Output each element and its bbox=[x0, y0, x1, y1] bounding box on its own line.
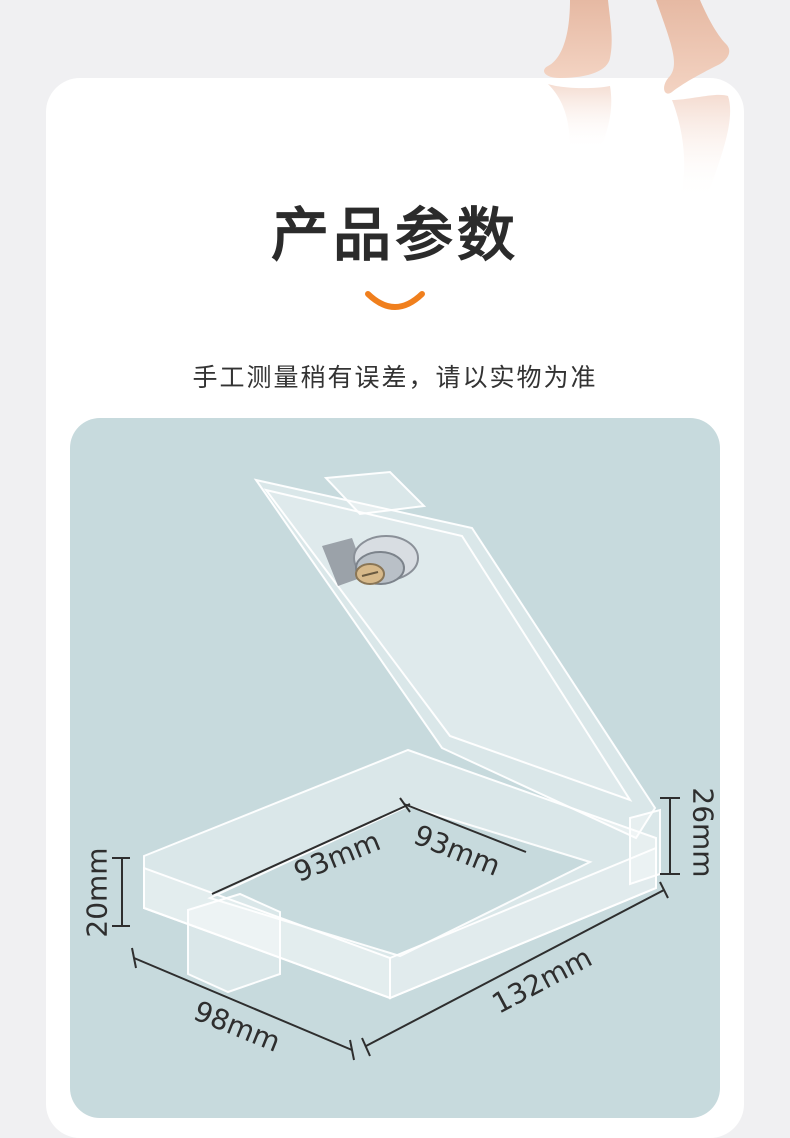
product-panel: 93mm 93mm 20mm 26mm 98mm 132mm bbox=[70, 418, 720, 1118]
orange-smile-icon bbox=[365, 291, 425, 310]
measurement-note: 手工测量稍有误差，请以实物为准 bbox=[192, 363, 598, 392]
open-height-label: 26mm bbox=[686, 787, 720, 878]
base-height-label: 20mm bbox=[80, 847, 114, 938]
lock-box-illustration bbox=[112, 470, 680, 1061]
lock-cylinder-icon bbox=[322, 535, 419, 586]
page-title: 产品参数 bbox=[270, 201, 519, 269]
baby-feet-image bbox=[544, 0, 731, 200]
